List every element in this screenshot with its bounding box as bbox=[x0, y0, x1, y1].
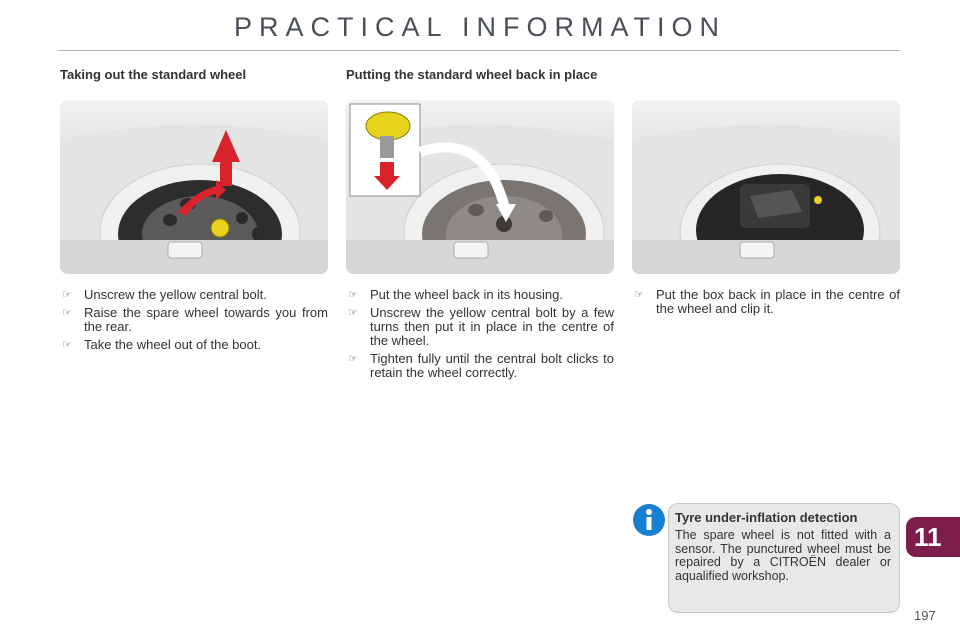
pointer-icon: ☞ bbox=[62, 307, 72, 319]
section-title-taking-out: Taking out the standard wheel bbox=[60, 67, 247, 82]
list-item: ☞Tighten fully until the central bolt cl… bbox=[348, 351, 614, 380]
bullet-list-putting-back: ☞Put the wheel back in its housing. ☞Uns… bbox=[346, 288, 614, 384]
list-item: ☞Unscrew the yellow central bolt by a fe… bbox=[348, 305, 614, 348]
list-item: ☞Put the wheel back in its housing. bbox=[348, 287, 563, 302]
info-icon bbox=[633, 504, 665, 536]
chapter-tab: 11 bbox=[906, 517, 960, 557]
photo-removing-wheel bbox=[60, 100, 328, 274]
bullet-list-taking-out: ☞Unscrew the yellow central bolt. ☞Raise… bbox=[60, 288, 328, 356]
pointer-icon: ☞ bbox=[348, 353, 358, 365]
list-item: ☞Unscrew the yellow central bolt. bbox=[62, 287, 267, 302]
info-text: The spare wheel is not fitted with a sen… bbox=[675, 528, 891, 583]
photo-box-in-wheel bbox=[632, 100, 900, 274]
list-item: ☞Take the wheel out of the boot. bbox=[62, 337, 262, 352]
pointer-icon: ☞ bbox=[62, 289, 72, 301]
pointer-icon: ☞ bbox=[348, 307, 358, 319]
header-divider bbox=[58, 50, 900, 51]
info-title: Tyre under-inflation detection bbox=[675, 510, 858, 525]
page-title: PRACTICAL INFORMATION bbox=[233, 12, 726, 42]
pointer-icon: ☞ bbox=[62, 339, 72, 351]
pointer-icon: ☞ bbox=[634, 289, 644, 301]
photo-replacing-wheel bbox=[346, 100, 614, 274]
pointer-icon: ☞ bbox=[348, 289, 358, 301]
section-title-putting-back: Putting the standard wheel back in place bbox=[346, 67, 598, 82]
info-box: Tyre under-inflation detection The spare… bbox=[668, 503, 900, 613]
page-number: 197 bbox=[914, 608, 936, 623]
list-item: ☞Put the box back in place in the centre… bbox=[634, 287, 900, 316]
bullet-list-box: ☞Put the box back in place in the centre… bbox=[632, 288, 900, 320]
list-item: ☞Raise the spare wheel towards you from … bbox=[62, 305, 328, 334]
